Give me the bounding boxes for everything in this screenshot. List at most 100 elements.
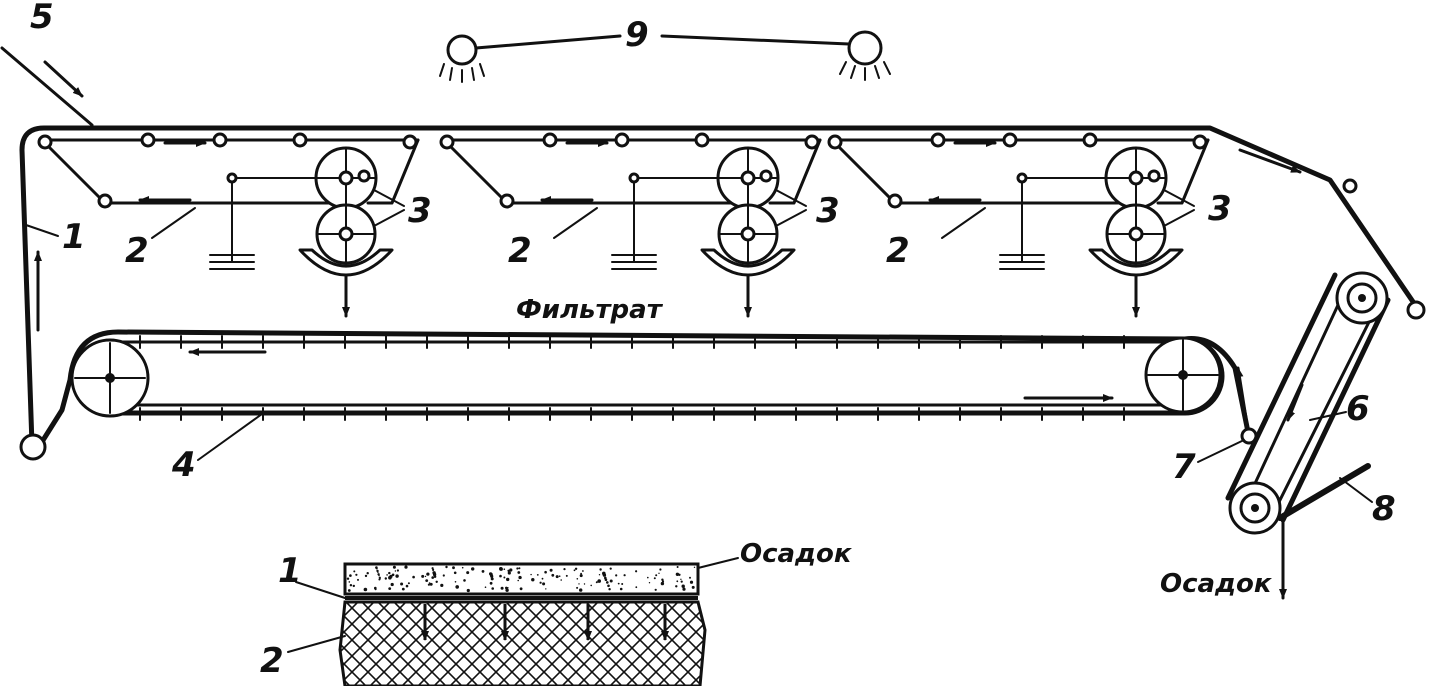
- leader-3-upper: [775, 189, 807, 207]
- leader-3-lower: [1163, 209, 1195, 227]
- inset-leader-sediment: [697, 557, 739, 569]
- sediment-grain: [555, 575, 559, 579]
- sediment-grain: [551, 573, 555, 577]
- sediment-grain: [576, 586, 579, 589]
- sediment-grain: [364, 574, 368, 578]
- sediment-grain: [405, 584, 409, 588]
- sediment-grain: [539, 581, 542, 584]
- sediment-grain: [623, 574, 626, 577]
- sediment-grain: [500, 586, 504, 590]
- guide-roller: [37, 134, 53, 150]
- press-section: [37, 132, 420, 318]
- sediment-grain: [563, 568, 566, 571]
- sediment-grain: [578, 583, 580, 585]
- guide-roller: [1192, 134, 1208, 150]
- sediment-grain: [579, 588, 583, 592]
- sediment-grain: [542, 582, 546, 586]
- sediment-grain: [503, 576, 506, 579]
- upper-roller-pin: [357, 169, 371, 183]
- lower-roller-hub: [338, 226, 354, 242]
- sediment-grain: [660, 581, 665, 586]
- tension-linkage: [999, 177, 1133, 270]
- press-belt-layer: [338, 600, 707, 686]
- upper-roller-pin: [1147, 169, 1161, 183]
- guide-roller: [614, 132, 630, 148]
- guide-roller: [499, 193, 515, 209]
- inset-label-1: 1: [278, 551, 302, 591]
- sediment-grain: [693, 566, 696, 568]
- sediment-grain: [499, 574, 502, 578]
- sediment-grain: [490, 574, 494, 578]
- sediment-grain: [463, 579, 466, 582]
- label-5: 5: [30, 0, 54, 37]
- cross-section-inset: 1 2 Осадок: [260, 539, 853, 686]
- sediment-grain: [609, 567, 612, 570]
- sediment-grain: [396, 569, 399, 572]
- scraper-knife: [1277, 463, 1371, 521]
- inset-leader-1: [295, 581, 346, 599]
- sediment-grain: [386, 574, 388, 576]
- label-2-third: 2: [886, 231, 910, 271]
- filtrate-tray: [298, 248, 394, 277]
- sediment-grain: [595, 581, 598, 584]
- sediment-grain: [573, 569, 576, 572]
- incline-down-arrow: [1238, 148, 1302, 174]
- sediment-grain: [507, 571, 511, 575]
- sediment-grain: [544, 570, 547, 574]
- heater-lamp-left: [439, 34, 485, 83]
- sediment-grain: [355, 573, 358, 576]
- sediment-grain: [453, 571, 457, 575]
- sediment-grain: [394, 570, 397, 572]
- sediment-grain: [583, 583, 586, 585]
- label-3-third: 3: [1208, 189, 1232, 229]
- sediment-grain: [484, 586, 487, 588]
- sediment-grain: [404, 565, 408, 569]
- label-3-second: 3: [816, 191, 840, 231]
- sediment-grain: [659, 568, 662, 571]
- sediment-grain: [395, 574, 399, 578]
- filtrate-tray: [1088, 248, 1184, 277]
- sediment-grain: [490, 577, 494, 581]
- lower-roller-hub: [740, 226, 756, 242]
- sediment-grain: [489, 581, 493, 585]
- sediment-grain: [609, 579, 613, 583]
- sediment-grain: [655, 574, 658, 577]
- sediment-grain: [597, 579, 601, 583]
- sediment-grain: [507, 587, 509, 589]
- sediment-grain: [507, 569, 510, 572]
- sediment-grain: [353, 570, 356, 573]
- sediment-grain: [590, 584, 592, 587]
- sediment-grain: [349, 584, 353, 587]
- guide-roller: [887, 193, 903, 209]
- lower-belt-up-arrow: [1235, 366, 1248, 420]
- sediment-grain: [389, 574, 393, 579]
- sediment-grain: [461, 566, 464, 569]
- sediment-grain: [499, 567, 503, 571]
- sediment-grain: [690, 581, 693, 584]
- press-section: [439, 132, 822, 318]
- sediment-grain: [607, 584, 610, 588]
- sediment-grain: [425, 579, 429, 582]
- sediment-grain: [466, 571, 470, 575]
- sediment-grain: [407, 582, 410, 585]
- sediment-grain: [348, 581, 351, 583]
- sediment-grain: [565, 574, 568, 577]
- sediment-grain: [658, 572, 660, 574]
- sediment-grain: [375, 567, 378, 570]
- sediment-grain: [606, 581, 609, 584]
- leader-2: [553, 207, 598, 239]
- leader-6: [1309, 411, 1347, 421]
- sediment-grain: [545, 588, 547, 590]
- sediment-grain: [619, 587, 623, 591]
- lower-roller-hub: [1128, 226, 1144, 242]
- sediment-grain: [391, 573, 395, 577]
- sediment-grain: [531, 578, 535, 582]
- sediment-grain: [379, 578, 381, 580]
- sediment-grain: [549, 568, 553, 572]
- sediment-grain: [388, 587, 392, 590]
- sediment-grain: [599, 568, 602, 571]
- linkage-pivot: [628, 172, 640, 184]
- sediment-grain: [390, 582, 394, 587]
- sediment-grain: [519, 576, 522, 579]
